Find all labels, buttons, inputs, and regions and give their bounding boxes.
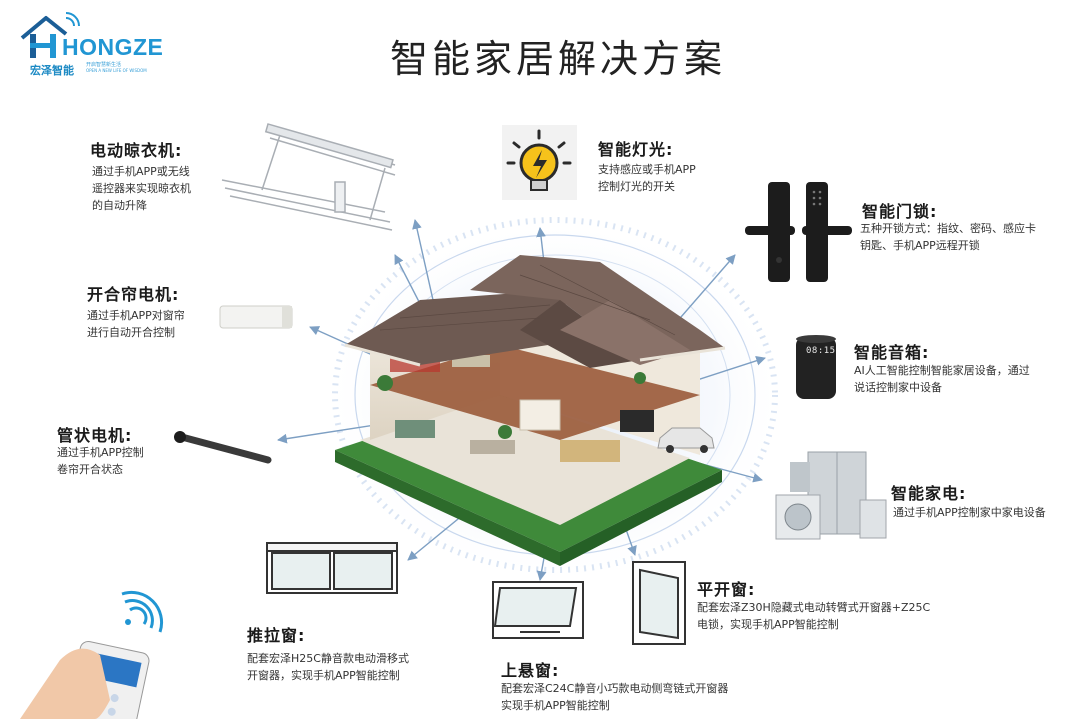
- smart-lock-image: [745, 182, 852, 282]
- casement-window-title: 平开窗:: [697, 580, 756, 599]
- smart-lock-title: 智能门锁:: [862, 202, 938, 221]
- sliding-window-title: 推拉窗:: [247, 626, 306, 645]
- appliances-image: [775, 451, 887, 540]
- logo-cn-name: 宏泽智能: [30, 64, 74, 77]
- smart-lock-desc: 五种开锁方式：指纹、密码、感应卡 钥匙、手机APP远程开锁: [860, 222, 1036, 252]
- sliding-window-desc: 配套宏泽H25C静音款电动滑移式 开窗器，实现手机APP智能控制: [247, 652, 409, 682]
- car-icon: [657, 427, 715, 453]
- logo-tagline: 开启智慧新生活 OPEN A NEW LIFE OF WISDOM: [86, 62, 147, 73]
- top-hung-window-image: [492, 581, 584, 639]
- brand-logo: HONGZE 宏泽智能 开启智慧新生活 OPEN A NEW LIFE OF W…: [20, 12, 164, 77]
- page-title: 智能家居解决方案: [389, 37, 726, 81]
- tube-motor-title: 管状电机:: [57, 426, 133, 445]
- drying-rack-title: 电动晾衣机:: [90, 141, 183, 160]
- logo-wordmark: HONGZE: [62, 34, 164, 60]
- smart-speaker-image: [796, 335, 836, 399]
- curtain-motor-title: 开合帘电机:: [87, 285, 180, 304]
- smart-speaker-title: 智能音箱:: [854, 343, 930, 362]
- smart-speaker-desc: AI人工智能控制智能家居设备，通过 说话控制家中设备: [854, 364, 1030, 394]
- tube-motor-desc: 通过手机APP控制 卷帘开合状态: [57, 446, 144, 476]
- speaker-display: 08:15: [806, 346, 836, 356]
- smart-light-desc: 支持感应或手机APP 控制灯光的开关: [598, 163, 696, 193]
- appliances-desc: 通过手机APP控制家中家电设备: [893, 506, 1046, 519]
- curtain-motor-image: [219, 305, 293, 329]
- top-hung-window-title: 上悬窗:: [501, 661, 560, 680]
- drying-rack-desc: 通过手机APP或无线 遥控器来实现晾衣机 的自动升降: [92, 165, 191, 212]
- sliding-window-image: [266, 542, 398, 594]
- casement-window-image: [632, 561, 686, 645]
- light-bulb-image: [502, 125, 577, 200]
- appliances-title: 智能家电:: [891, 484, 967, 503]
- house-logo-icon: [20, 12, 80, 58]
- tube-motor-image: [174, 431, 272, 464]
- smart-light-title: 智能灯光:: [598, 140, 674, 159]
- house-model: [335, 255, 726, 566]
- phone-in-hand-image: [20, 590, 164, 719]
- curtain-motor-desc: 通过手机APP对窗帘 进行自动开合控制: [87, 309, 185, 339]
- drying-rack-image: [221, 123, 396, 231]
- casement-window-desc: 配套宏泽Z30H隐藏式电动转臂式开窗器+Z25C 电锁，实现手机APP智能控制: [697, 601, 931, 631]
- top-hung-window-desc: 配套宏泽C24C静音小巧款电动侧弯链式开窗器 实现手机APP智能控制: [501, 682, 729, 712]
